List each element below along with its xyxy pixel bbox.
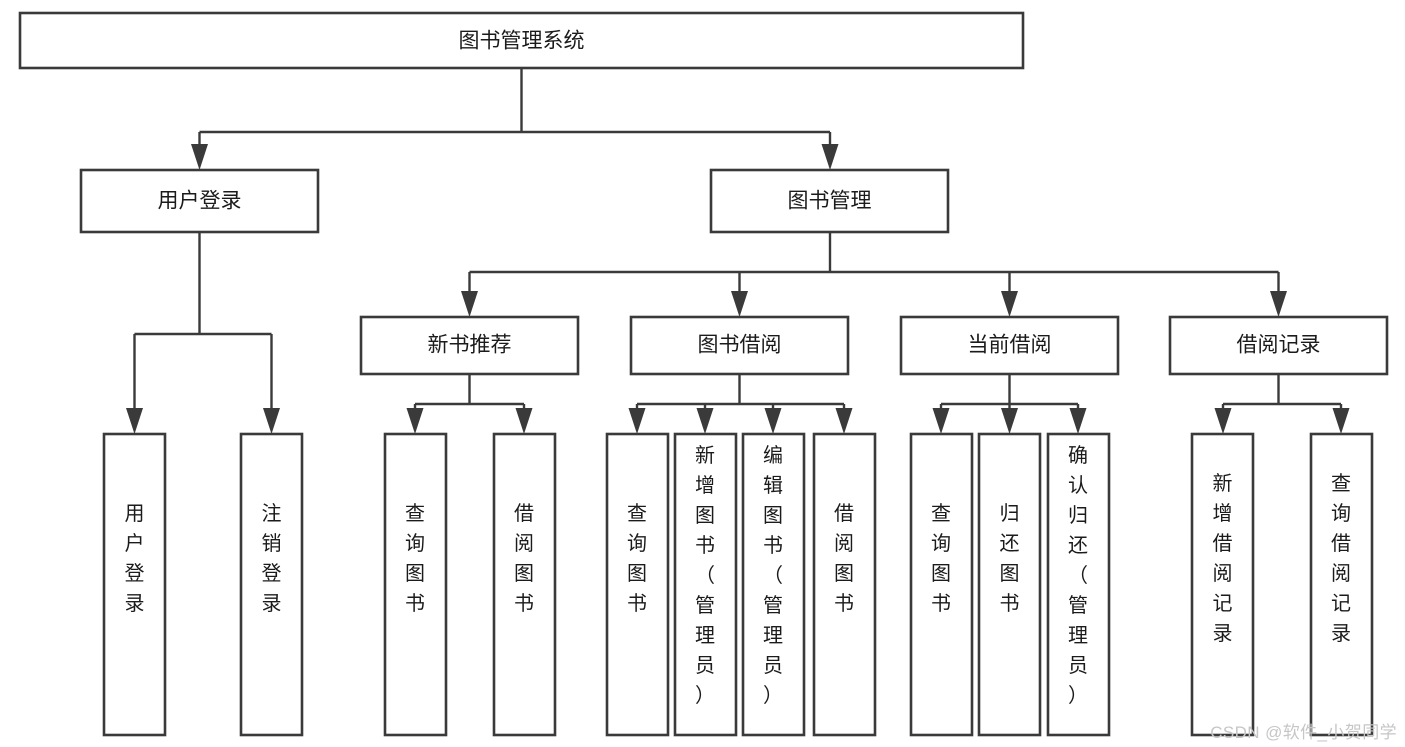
node-leaf-add-book[interactable]: 新增图书（管理员）: [673, 432, 738, 737]
node-leaf-borrow-book-1-box[interactable]: [492, 432, 557, 737]
arrow-user-login: [191, 144, 208, 170]
node-root-box[interactable]: [18, 11, 1025, 70]
connectors-layer: [126, 68, 1350, 434]
node-current-borrow[interactable]: 当前借阅: [899, 315, 1120, 376]
node-leaf-confirm-return-box[interactable]: [1046, 432, 1111, 737]
arrow-leaf-query-book-3: [932, 408, 950, 434]
arrow-book-borrow: [731, 291, 748, 317]
node-leaf-add-book-box[interactable]: [673, 432, 738, 737]
node-user-login-label: 用户登录: [158, 190, 242, 213]
node-current-borrow-box[interactable]: [899, 315, 1120, 376]
node-leaf-borrow-book-2-label: 借阅图书: [834, 502, 854, 615]
node-book-borrow[interactable]: 图书借阅: [629, 315, 850, 376]
node-borrow-record-box[interactable]: [1168, 315, 1389, 376]
node-book-manage[interactable]: 图书管理: [709, 168, 950, 234]
node-leaf-logout-login-label: 注销登录: [262, 502, 282, 615]
node-leaf-edit-book-label: 编辑图书（管理员）: [763, 444, 783, 707]
node-leaf-query-book-2-box[interactable]: [605, 432, 670, 737]
arrow-leaf-logout-login: [263, 408, 280, 434]
arrow-leaf-edit-book: [764, 408, 782, 434]
node-leaf-query-record[interactable]: 查询借阅记录: [1309, 432, 1374, 737]
node-book-borrow-label: 图书借阅: [698, 334, 782, 357]
arrow-leaf-query-book-1: [406, 408, 424, 434]
node-leaf-add-record[interactable]: 新增借阅记录: [1190, 432, 1255, 737]
node-leaf-query-book-2-label: 查询图书: [627, 502, 647, 615]
node-leaf-query-book-1-label: 查询图书: [405, 502, 425, 615]
node-leaf-query-book-1-box[interactable]: [383, 432, 448, 737]
node-leaf-confirm-return[interactable]: 确认归还（管理员）: [1046, 432, 1111, 737]
arrow-leaf-borrow-book-2: [835, 408, 853, 434]
arrow-current-borrow: [1001, 291, 1018, 317]
node-borrow-record-label: 借阅记录: [1237, 334, 1321, 357]
arrow-leaf-add-book: [696, 408, 714, 434]
arrow-leaf-confirm-return: [1069, 408, 1087, 434]
arrow-new-book-recommend: [461, 291, 478, 317]
node-borrow-record[interactable]: 借阅记录: [1168, 315, 1389, 376]
node-book-manage-box[interactable]: [709, 168, 950, 234]
node-leaf-logout-login[interactable]: 注销登录: [239, 432, 304, 737]
csdn-watermark: CSDN @软件_小贺同学: [1210, 723, 1397, 742]
node-new-book-recommend-label: 新书推荐: [428, 334, 512, 357]
arrow-leaf-user-login: [126, 408, 143, 434]
node-new-book-recommend-box[interactable]: [359, 315, 580, 376]
node-leaf-borrow-book-1-label: 借阅图书: [514, 502, 534, 615]
node-leaf-add-book-label: 新增图书（管理员）: [695, 444, 715, 707]
node-user-login-box[interactable]: [79, 168, 320, 234]
node-leaf-user-login-label: 用户登录: [125, 503, 145, 615]
node-leaf-user-login-box[interactable]: [102, 432, 167, 737]
node-leaf-query-record-box[interactable]: [1309, 432, 1374, 737]
node-leaf-query-record-label: 查询借阅记录: [1331, 472, 1351, 645]
node-leaf-query-book-3-label: 查询图书: [931, 502, 951, 615]
node-leaf-return-book-label: 归还图书: [1000, 502, 1020, 615]
node-leaf-logout-login-box[interactable]: [239, 432, 304, 737]
arrow-leaf-return-book: [1001, 408, 1018, 434]
node-leaf-borrow-book-1[interactable]: 借阅图书: [492, 432, 557, 737]
node-leaf-borrow-book-2[interactable]: 借阅图书: [812, 432, 877, 737]
node-leaf-add-record-box[interactable]: [1190, 432, 1255, 737]
node-user-login[interactable]: 用户登录: [79, 168, 320, 234]
node-leaf-query-book-1[interactable]: 查询图书: [383, 432, 448, 737]
node-leaf-query-book-3[interactable]: 查询图书: [909, 432, 974, 737]
node-leaf-add-record-label: 新增借阅记录: [1213, 472, 1233, 645]
node-book-manage-label: 图书管理: [788, 190, 872, 213]
node-leaf-borrow-book-2-box[interactable]: [812, 432, 877, 737]
arrow-leaf-query-record: [1332, 408, 1350, 434]
node-root[interactable]: 图书管理系统: [18, 11, 1025, 70]
node-leaf-user-login[interactable]: 用户登录: [102, 432, 167, 737]
arrow-borrow-record: [1270, 291, 1287, 317]
node-leaf-query-book-2[interactable]: 查询图书: [605, 432, 670, 737]
node-leaf-edit-book[interactable]: 编辑图书（管理员）: [741, 432, 806, 737]
node-leaf-return-book-box[interactable]: [977, 432, 1042, 737]
node-leaf-confirm-return-label: 确认归还（管理员）: [1068, 444, 1088, 707]
arrow-leaf-add-record: [1214, 408, 1232, 434]
node-root-label: 图书管理系统: [459, 30, 585, 53]
node-new-book-recommend[interactable]: 新书推荐: [359, 315, 580, 376]
node-leaf-edit-book-box[interactable]: [741, 432, 806, 737]
arrow-leaf-borrow-book-1: [515, 408, 533, 434]
arrow-leaf-query-book-2: [628, 408, 646, 434]
node-current-borrow-label: 当前借阅: [968, 334, 1052, 357]
node-leaf-return-book[interactable]: 归还图书: [977, 432, 1042, 737]
node-book-borrow-box[interactable]: [629, 315, 850, 376]
node-leaf-query-book-3-box[interactable]: [909, 432, 974, 737]
arrow-book-manage: [821, 144, 839, 170]
